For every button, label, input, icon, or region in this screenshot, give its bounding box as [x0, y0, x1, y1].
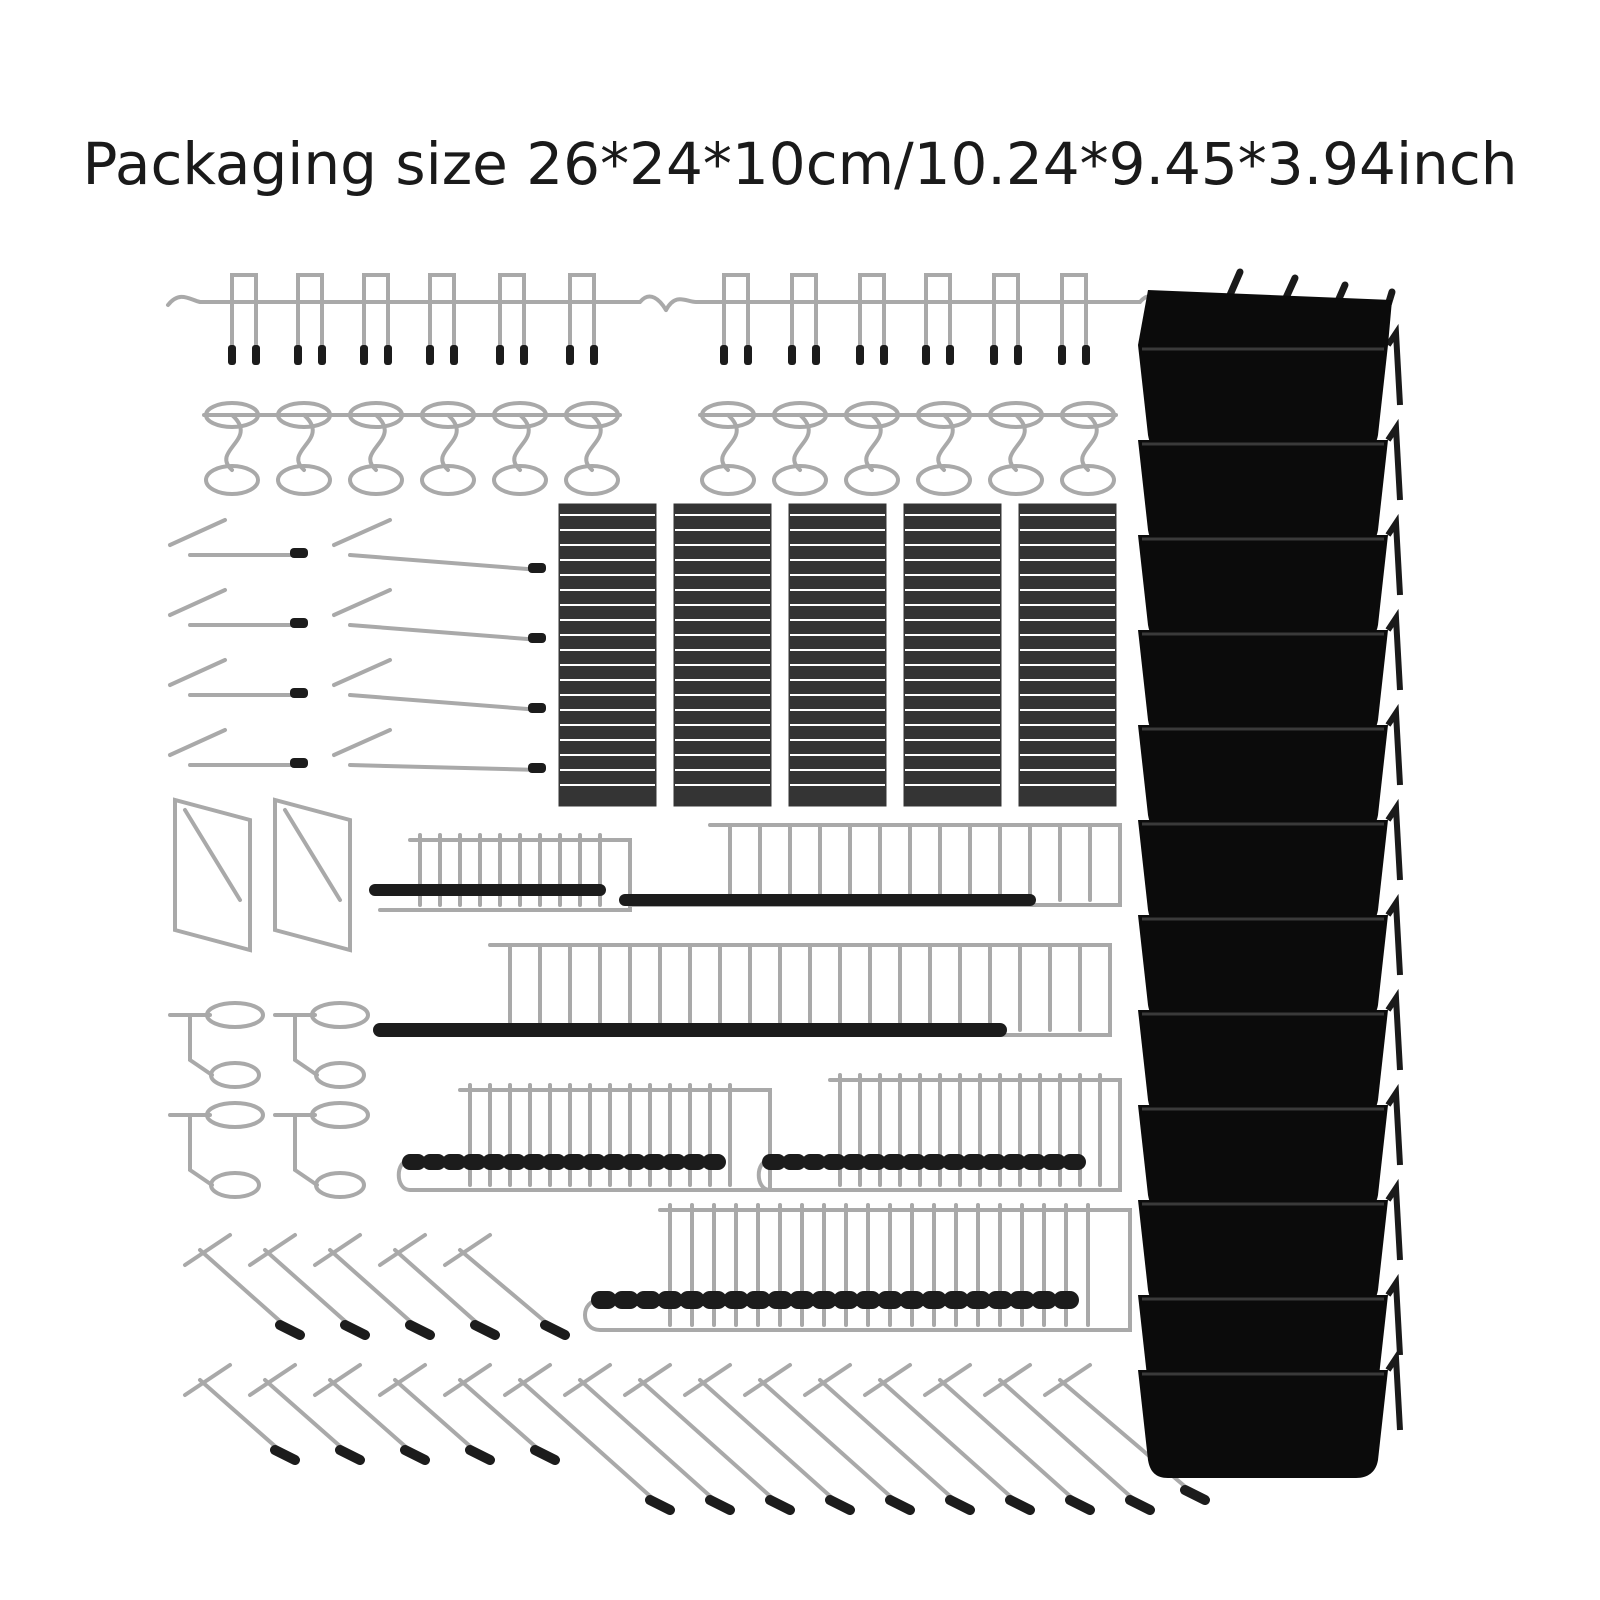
stacked-clips-left: [173, 797, 352, 953]
storage-bins-stack: [1138, 290, 1400, 1478]
top-rail-left: [166, 294, 668, 312]
bottom-angled-hooks-short: [183, 1233, 557, 1332]
u-hooks-row: [230, 273, 1088, 352]
top-rail-right: [664, 294, 1166, 312]
j-hooks-right: [756, 1073, 1122, 1192]
j-hooks-bottom: [583, 1203, 1132, 1332]
angled-hooks-short: [168, 518, 302, 767]
small-l-hooks: [378, 833, 632, 912]
packaging-size-caption: Packaging size 26*24*10cm/10.24*9.45*3.9…: [82, 130, 1518, 198]
j-hooks-left: [396, 1083, 772, 1192]
stacked-black-clips: [558, 503, 1117, 807]
angled-hooks-long: [332, 518, 542, 772]
long-l-hooks-lower: [378, 943, 1112, 1037]
rubber-tips: [228, 345, 1210, 1515]
bottom-angled-hooks-long: [183, 1363, 1197, 1507]
metal-hooks-group: [166, 273, 1197, 1507]
pair-ring-hooks: [168, 1001, 370, 1199]
ring-hooks-row: [202, 401, 1118, 496]
long-l-hooks-upper: [628, 823, 1122, 907]
